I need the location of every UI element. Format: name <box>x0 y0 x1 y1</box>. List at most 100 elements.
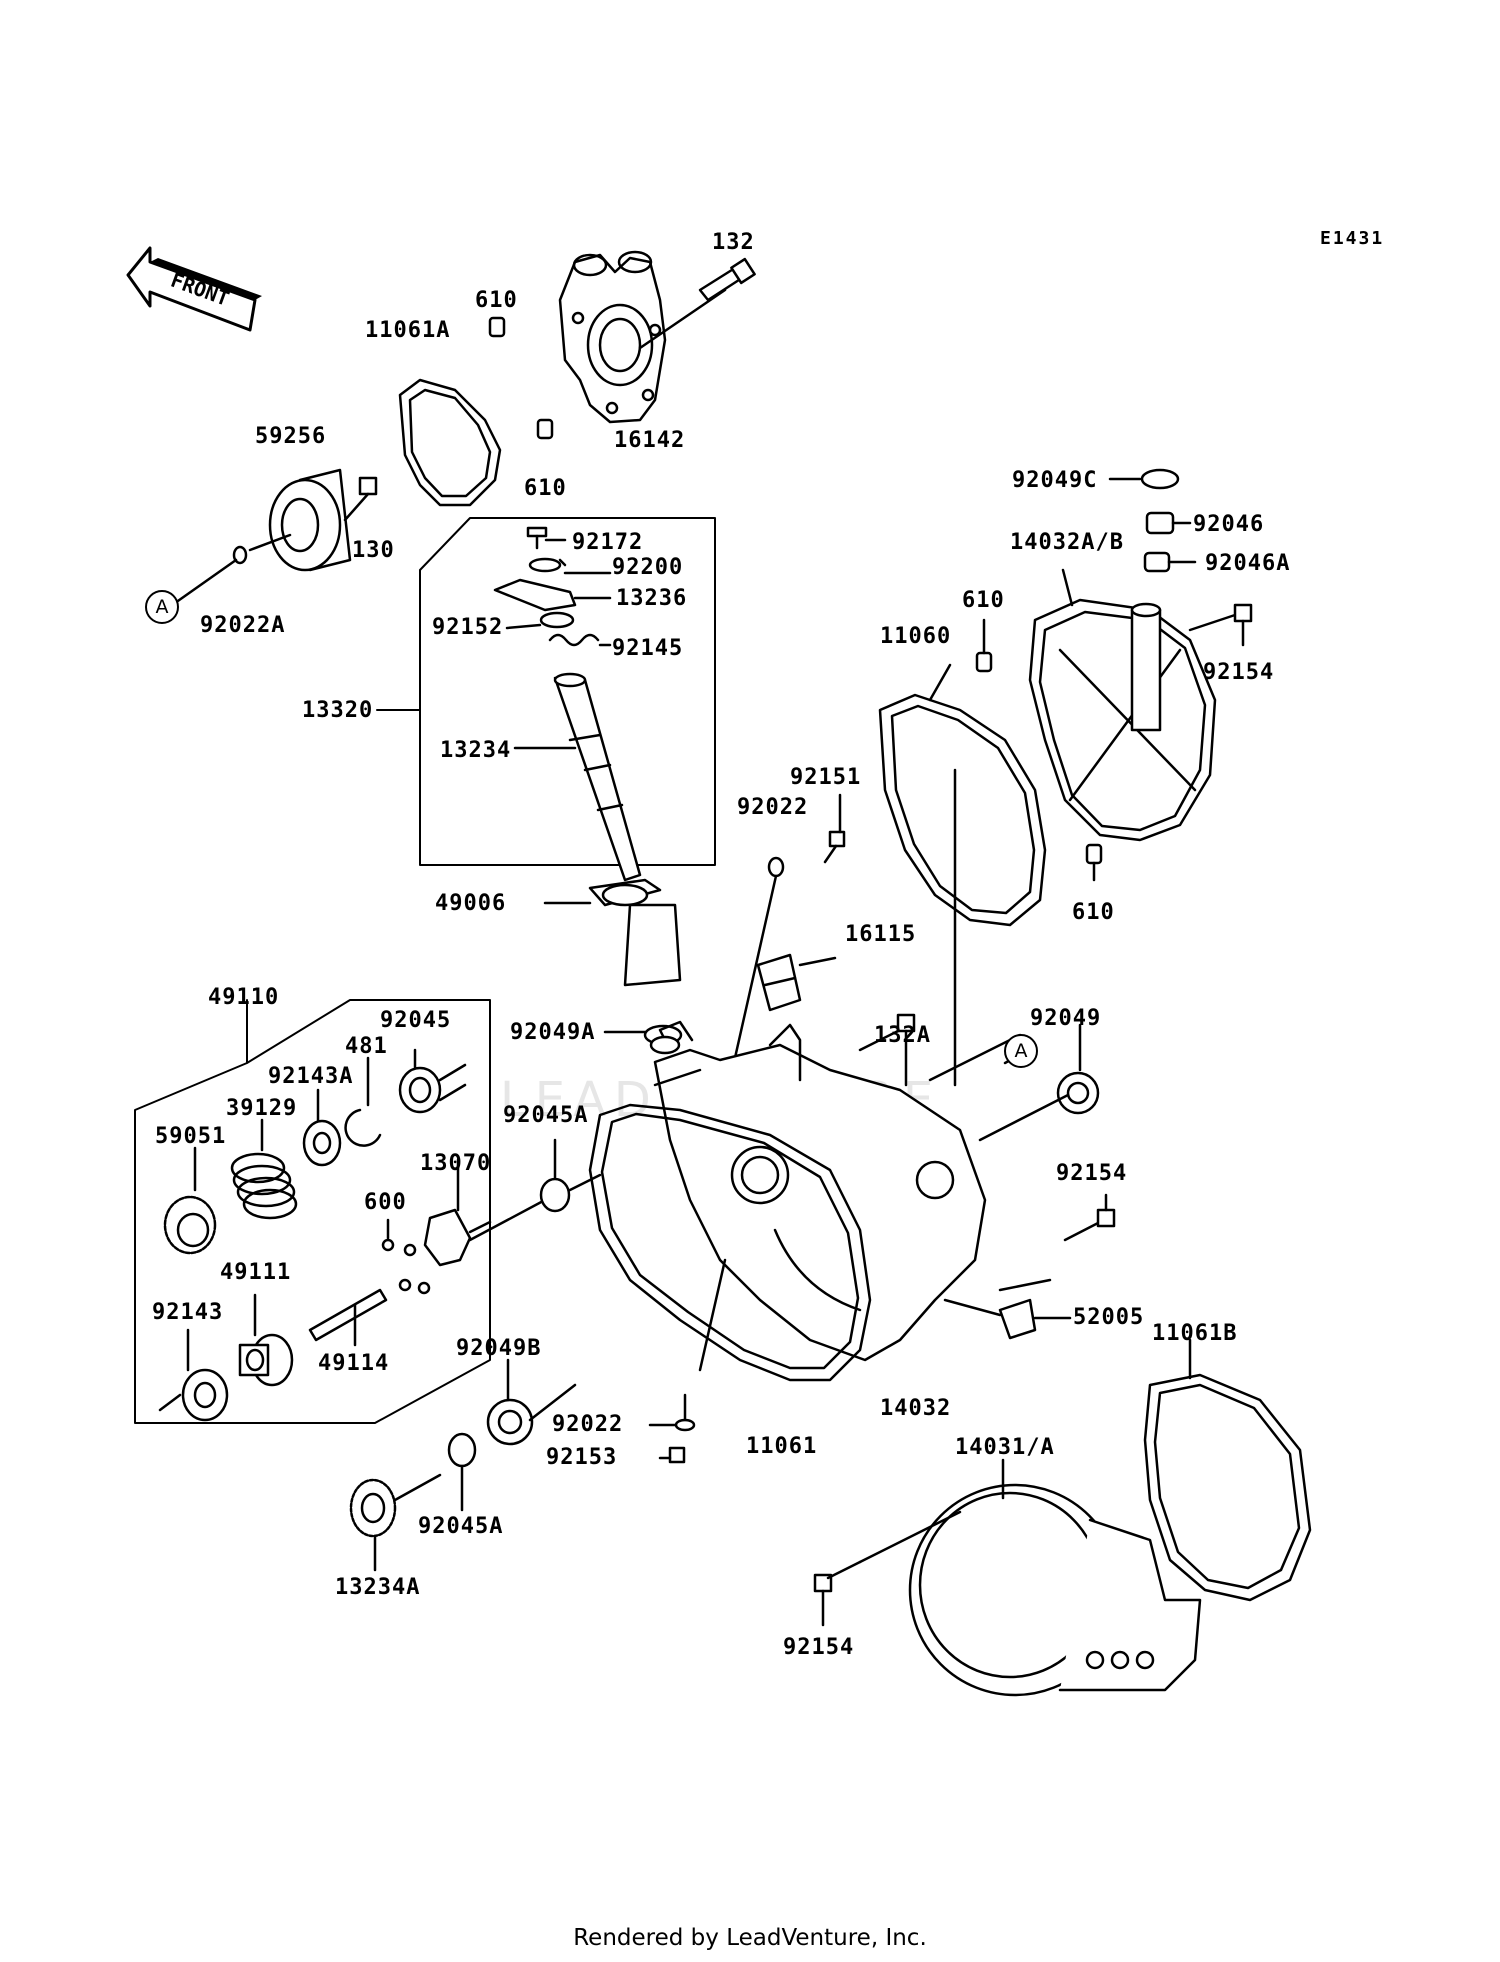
callout-label: 14031/A <box>955 1435 1055 1460</box>
callout-label: 13234 <box>440 738 512 763</box>
bolt-92151 <box>823 830 846 864</box>
callout-label: 92151 <box>790 765 862 790</box>
washer-92022a <box>767 856 785 878</box>
callout-label: 39129 <box>226 1096 298 1121</box>
callout-label: 92049A <box>510 1020 596 1045</box>
bolt-92154b <box>1063 1193 1116 1242</box>
callout-label: 92049C <box>1012 468 1098 493</box>
callout-label: 11061B <box>1152 1321 1238 1346</box>
assembly-box-49110 <box>134 999 491 1424</box>
callout-label: 59256 <box>255 424 327 449</box>
callout-label: 92154 <box>1056 1161 1128 1186</box>
callout-label: 49110 <box>208 985 280 1010</box>
callout-label: 49111 <box>220 1260 292 1285</box>
governor-49006 <box>588 878 682 987</box>
callout-label: 130 <box>352 538 395 563</box>
lever-13236 <box>493 578 577 612</box>
front-arrow-icon: FRONT <box>126 246 262 332</box>
bushing-92046A <box>1143 551 1171 573</box>
gasket-11061B <box>1143 1373 1312 1602</box>
washer-92022b <box>674 1418 696 1432</box>
callout-label: 92045A <box>418 1514 504 1539</box>
ref-marker-a-left: A <box>145 590 179 624</box>
callout-label: 92046 <box>1193 512 1265 537</box>
callout-label: 610 <box>475 288 518 313</box>
dowel-610a <box>488 316 506 338</box>
bearing-92045 <box>398 1066 442 1114</box>
dowel-610d <box>1085 843 1103 865</box>
gasket-11061 <box>588 1103 872 1382</box>
seal-92049 <box>1056 1071 1100 1115</box>
steel-balls-600 <box>381 1238 431 1295</box>
callout-label: 92145 <box>612 636 684 661</box>
callout-label: 11060 <box>880 624 952 649</box>
washer-92143A <box>302 1119 342 1167</box>
callout-label: 14032 <box>880 1396 952 1421</box>
bearing-92046 <box>1145 511 1175 535</box>
footer-credit: Rendered by LeadVenture, Inc. <box>573 1925 927 1951</box>
callout-label: 92153 <box>546 1445 618 1470</box>
impeller-59256 <box>268 468 352 572</box>
callout-label: 16142 <box>614 428 686 453</box>
seal-92045A <box>539 1177 571 1213</box>
callout-label: 13320 <box>302 698 374 723</box>
bolt-92153 <box>658 1446 686 1464</box>
callout-label: 11061 <box>746 1434 818 1459</box>
spring-92145 <box>548 633 600 647</box>
ref-marker-a-right: A <box>1004 1034 1038 1068</box>
oil-plug-16115 <box>756 953 802 1012</box>
callout-label: 59051 <box>155 1124 227 1149</box>
callout-label: 11061A <box>365 318 451 343</box>
callout-label: 92200 <box>612 555 684 580</box>
clutch-cover-14032 <box>649 1020 987 1362</box>
callout-label: 92022 <box>737 795 809 820</box>
callout-label: 92045A <box>503 1103 589 1128</box>
bolt-92154c <box>813 1510 962 1627</box>
water-pump-cover-16142 <box>558 250 667 424</box>
dowel-610c <box>975 651 993 673</box>
screw-92172 <box>526 526 567 550</box>
callout-label: 92143A <box>268 1064 354 1089</box>
callout-label: 92143 <box>152 1300 224 1325</box>
spring-39129 <box>230 1152 298 1220</box>
callout-label: 14032A/B <box>1010 530 1124 555</box>
callout-label: 92046A <box>1205 551 1291 576</box>
callout-label: 92172 <box>572 530 644 555</box>
bolt-92154a <box>1188 603 1253 647</box>
impeller-13070 <box>423 1208 472 1267</box>
magneto-cover-14031A <box>908 1483 1202 1697</box>
shaft-13234 <box>553 672 642 882</box>
callout-label: 92154 <box>1203 660 1275 685</box>
callout-label: 92049B <box>456 1336 542 1361</box>
callout-label: 92022 <box>552 1412 624 1437</box>
callout-label: 610 <box>524 476 567 501</box>
gear-59051 <box>163 1195 217 1255</box>
callout-label: 132 <box>712 230 755 255</box>
assembly-box-13320 <box>419 517 716 866</box>
dowel-610b <box>536 418 554 440</box>
seal-92049C <box>1140 468 1180 490</box>
callout-label: 92049 <box>1030 1006 1102 1031</box>
cover-14032AB <box>1028 598 1217 842</box>
callout-label: 52005 <box>1073 1305 1145 1330</box>
bolt-132A <box>858 1013 916 1087</box>
cap-52005 <box>998 1298 1037 1340</box>
callout-label: 16115 <box>845 922 917 947</box>
washer-92200 <box>528 557 562 573</box>
washer-92152 <box>539 611 575 629</box>
callout-label: 13070 <box>420 1151 492 1176</box>
callout-label: 13234A <box>335 1575 421 1600</box>
gasket-11060 <box>878 693 1047 927</box>
callout-label: 92022A <box>200 613 286 638</box>
callout-label: 49114 <box>318 1351 390 1376</box>
callout-label: 610 <box>1072 900 1115 925</box>
shaft-49114 <box>308 1288 388 1342</box>
seal-92045Ab <box>447 1432 477 1468</box>
shaft-49111 <box>238 1333 294 1387</box>
callout-label: 92045 <box>380 1008 452 1033</box>
seal-92143 <box>181 1368 229 1422</box>
callout-label: 610 <box>962 588 1005 613</box>
gasket-11061A <box>398 378 502 507</box>
